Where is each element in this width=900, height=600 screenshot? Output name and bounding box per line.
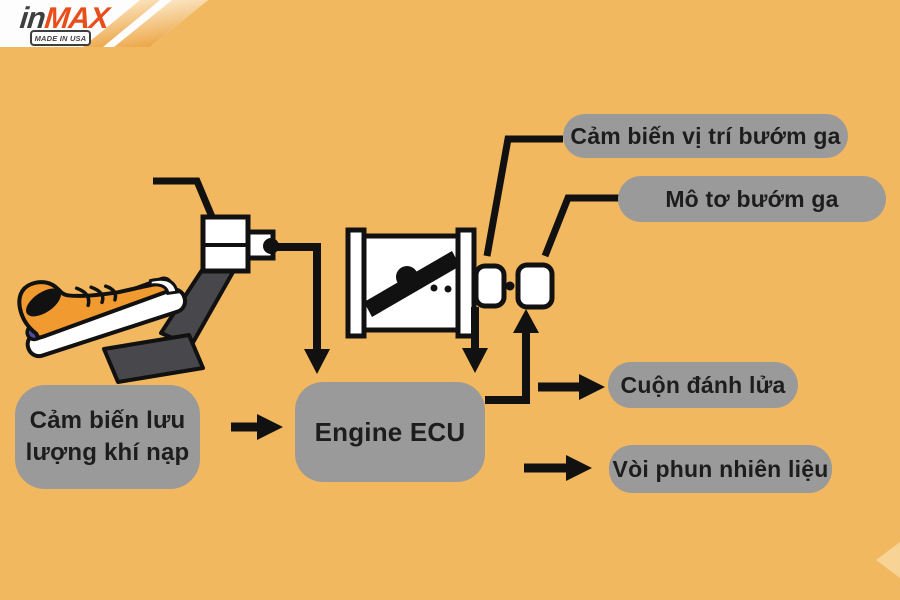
arrowheads [257, 309, 605, 481]
node-throttle-motor: Mô tơ bướm ga [618, 176, 886, 222]
pedal-signal-arrowhead-icon [304, 349, 330, 374]
node-ignition-coil: Cuộn đánh lửa [608, 362, 798, 408]
shoe-icon [17, 276, 188, 359]
throttle-position-sensor-icon [473, 263, 507, 309]
shoe-laces-icon [74, 284, 118, 308]
logo-stripe-icon [83, 0, 160, 47]
connector-lines [231, 135, 620, 473]
node-maf-sensor-line1: Cảm biến lưu [29, 407, 186, 435]
node-throttle-position-sensor: Cảm biến vị trí bướm ga [563, 114, 848, 158]
throttle-motor-icon [515, 262, 555, 310]
shoe-opening-icon [26, 288, 62, 317]
throttle-body-icon [345, 227, 477, 339]
node-maf-sensor-line2: lượng khí nạp [25, 439, 190, 466]
node-engine-ecu: Engine ECU [295, 382, 485, 482]
corner-accent-icon [876, 542, 900, 578]
shaft-dot-icon [505, 281, 515, 291]
pedal-sensor-wires [153, 177, 321, 354]
logo-stripe-icon [114, 0, 208, 47]
accelerator-pedal-icon [102, 262, 235, 384]
pedal-position-sensor-icon [200, 214, 279, 274]
made-in-usa-badge: MADE IN USA [30, 30, 91, 46]
shoe-toe-cap-icon [148, 277, 179, 296]
node-maf-sensor: Cảm biến lưu lượng khí nạp [15, 385, 200, 489]
node-fuel-injector: Vòi phun nhiên liệu [609, 445, 832, 493]
